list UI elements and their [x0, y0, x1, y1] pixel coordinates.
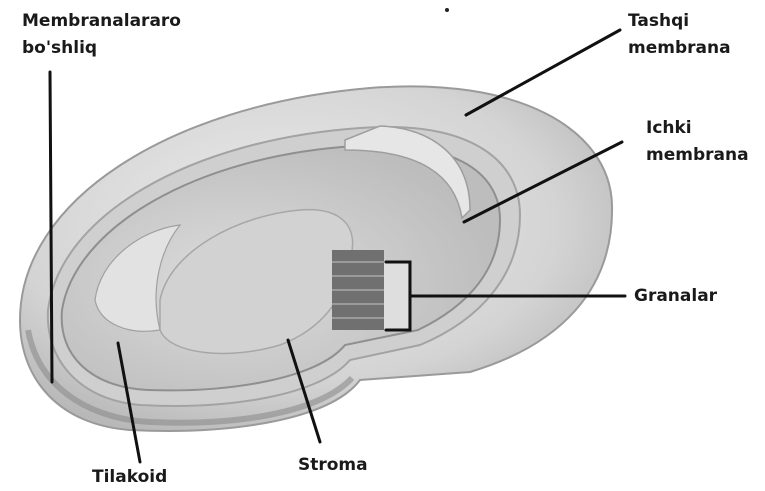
label-inner-membrane-line2: membrana [646, 142, 749, 169]
label-intermembrane-space: Membranalararo bo'shliq [22, 8, 181, 62]
leader-intermembrane-space [50, 72, 52, 382]
label-grana: Granalar [634, 283, 717, 310]
dot-mark [445, 8, 449, 12]
label-inner-membrane-line1: Ichki [646, 115, 749, 142]
label-intermembrane-space-line2: bo'shliq [22, 35, 181, 62]
label-intermembrane-space-line1: Membranalararo [22, 8, 181, 35]
label-outer-membrane-line2: membrana [628, 35, 731, 62]
label-stroma: Stroma [298, 452, 368, 479]
leader-outer-membrane [466, 30, 620, 115]
label-outer-membrane: Tashqi membrana [628, 8, 731, 62]
label-outer-membrane-line1: Tashqi [628, 8, 731, 35]
label-thylakoid: Tilakoid [92, 464, 167, 491]
label-inner-membrane: Ichki membrana [646, 115, 749, 169]
